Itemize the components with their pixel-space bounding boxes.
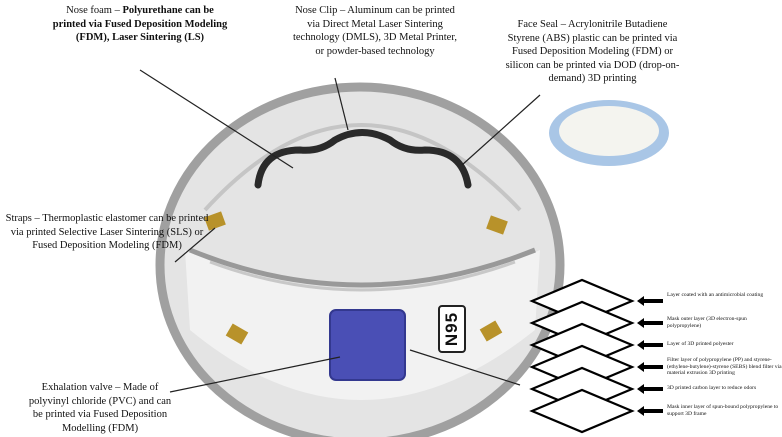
callout-title: Nose foam: [66, 5, 112, 16]
callout-face-seal: Face Seal – Acrylonitrile Butadiene Styr…: [505, 19, 680, 84]
callout-text: Aluminum can be printed via Direct Metal…: [292, 5, 458, 57]
arrow-left-icon: [637, 384, 663, 394]
nose-clip: [254, 129, 472, 189]
strap-clip-bottom-right: [479, 320, 503, 342]
callout-exhalation-valve: Exhalation valve – Made of polyvinyl chl…: [28, 382, 172, 434]
callout-title: Face Seal: [517, 19, 559, 30]
arrow-left-icon: [637, 406, 663, 416]
mask-inner-rim: [203, 123, 522, 212]
layer-label: Filter layer of polypropylene (PP) and s…: [667, 357, 782, 377]
callout-title: Nose Clip: [295, 5, 338, 16]
callout-nose-foam: Nose foam – Polyurethane can be printed …: [52, 5, 228, 43]
mask-seam: [189, 247, 536, 288]
layer-label: Layer of 3D printed polyester: [667, 341, 734, 347]
arrow-left-icon: [637, 318, 663, 328]
layer-label: Mask outer layer (3D electron-spun polyp…: [667, 316, 747, 329]
layer-label: Layer coated with an antimicrobial coati…: [667, 292, 764, 298]
strap-clip-bottom-left: [225, 323, 249, 345]
mask-seam-inner: [209, 260, 516, 292]
layer-diamond: [529, 388, 635, 434]
callout-title: Exhalation valve: [41, 382, 113, 393]
callout-text: Thermoplastic elastomer can be printed v…: [10, 213, 209, 251]
n95-label: N95: [438, 305, 466, 353]
callout-nose-clip: Nose Clip – Aluminum can be printed via …: [292, 5, 458, 57]
arrow-left-icon: [637, 340, 663, 350]
callout-text: Made of polyvinyl chloride (PVC) and can…: [28, 382, 172, 434]
leader-lines: [139, 69, 541, 393]
arrow-left-icon: [637, 362, 663, 372]
layer-label: Mask inner layer of spun-bound polypropy…: [667, 404, 779, 417]
callout-text: Polyurethane can be printed via Fused De…: [52, 5, 228, 43]
strap-clip-top-right: [486, 215, 508, 235]
strap-clip-top-left: [204, 211, 226, 231]
callout-title: Straps: [5, 213, 32, 224]
callout-text: Acrylonitrile Butadiene Styrene (ABS) pl…: [505, 19, 680, 84]
face-seal-inner: [559, 106, 659, 156]
callout-straps: Straps – Thermoplastic elastomer can be …: [5, 213, 209, 251]
exhalation-valve: [329, 309, 406, 381]
filter-layers: [529, 278, 663, 434]
n95-text: N95: [442, 311, 461, 347]
arrow-left-icon: [637, 296, 663, 306]
layer-label: 3D printed carbon layer to reduce odors: [667, 385, 757, 391]
